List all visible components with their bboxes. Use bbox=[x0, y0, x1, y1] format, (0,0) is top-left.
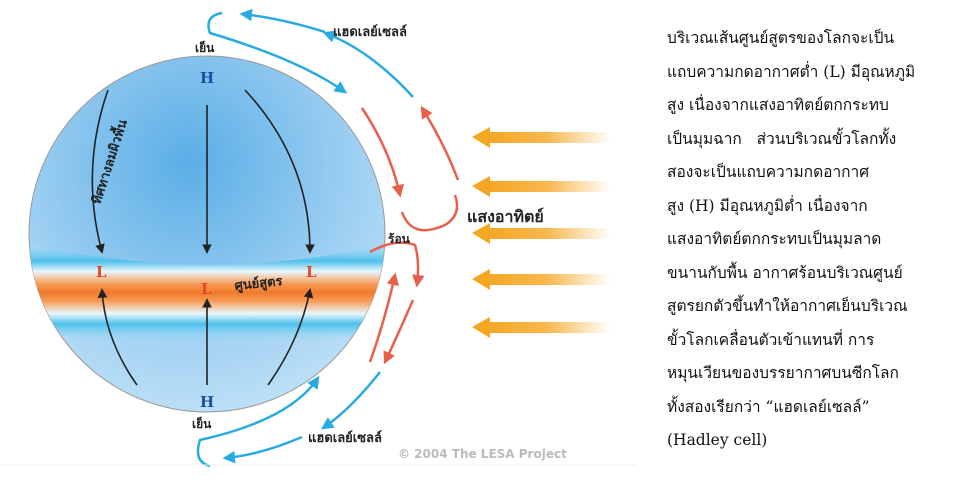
description-line: สูง (H) มีอุณหภูมิต่ำ เนื่องจาก bbox=[667, 196, 868, 215]
hot-label: ร้อน bbox=[388, 232, 411, 246]
globe bbox=[28, 55, 386, 413]
hadley-cell-label-bottom: แฮดเลย์เซลล์ bbox=[308, 430, 382, 446]
hadley-cell-label-top: แฮดเลย์เซลล์ bbox=[333, 24, 407, 40]
description-line: ขั้วโลกเคลื่อนตัวเข้าแทนที่ การ bbox=[667, 330, 875, 349]
description-line: สูตรยกตัวขึ้นทำให้อากาศเย็นบริเวณ bbox=[667, 297, 908, 315]
high-pressure-label-bottom: H bbox=[200, 393, 214, 411]
cold-upper-arrow-top bbox=[322, 30, 414, 98]
low-pressure-label-left: L bbox=[96, 263, 107, 281]
description-line: สูง เนื่องจากแสงอาทิตย์ตกกระทบ bbox=[667, 96, 889, 114]
cold-rise-arrow-bottom bbox=[196, 375, 320, 468]
cold-upper-arrow-bottom bbox=[320, 371, 381, 430]
cold-label-top: เย็น bbox=[195, 40, 215, 55]
description-line: เป็นมุมฉาก ส่วนบริเวณขั้วโลกทั้ง bbox=[667, 129, 897, 148]
hadley-cell-arrows bbox=[196, 8, 460, 468]
sunlight-arrows bbox=[472, 127, 610, 338]
warm-up-arrow-top bbox=[420, 105, 460, 181]
description-line: หมุนเวียนของบรรยากาศบนซีกโลก bbox=[667, 364, 899, 382]
cold-return-arrow-top bbox=[207, 11, 348, 94]
warm-down-arrow-top bbox=[360, 107, 404, 198]
equator-band bbox=[29, 240, 385, 345]
sunlight-label: แสงอาทิตย์ bbox=[467, 207, 544, 226]
surface-wind-arrows bbox=[91, 89, 315, 386]
description-line: สองจะเป็นแถบความกดอากาศ bbox=[667, 163, 870, 181]
description-line: ทั้งสองเรียกว่า “แฮดเลย์เซลล์” bbox=[667, 397, 870, 416]
description-text: บริเวณเส้นศูนย์สูตรของโลกจะเป็น แถบความก… bbox=[667, 22, 957, 458]
high-pressure-label-top: H bbox=[200, 69, 214, 87]
hadley-cell-diagram: เย็น แฮดเลย์เซลล์ ร้อน แสงอาทิตย์ ศูนย์ส… bbox=[0, 8, 636, 468]
warm-loop-top bbox=[400, 194, 459, 232]
description-line: ขนานกับพื้น อากาศร้อนบริเวณศูนย์ bbox=[667, 263, 903, 282]
description-line: แถบความกดอากาศต่ำ (L) มีอุณหภูมิ bbox=[667, 62, 916, 81]
description-line: บริเวณเส้นศูนย์สูตรของโลกจะเป็น bbox=[667, 29, 895, 47]
copyright-notice: © 2004 The LESA Project bbox=[398, 447, 567, 461]
description-line: (Hadley cell) bbox=[667, 431, 768, 449]
equator-label: ศูนย์สูตร bbox=[234, 273, 284, 294]
warm-up-arrow-bottom bbox=[368, 272, 399, 363]
cold-label-bottom: เย็น bbox=[192, 416, 212, 431]
warm-loop-bottom bbox=[369, 241, 425, 288]
description-line: แสงอาทิตย์ตกกระทบเป็นมุมลาด bbox=[667, 230, 882, 248]
low-pressure-label-center: L bbox=[201, 280, 212, 298]
low-pressure-label-right: L bbox=[306, 263, 317, 281]
